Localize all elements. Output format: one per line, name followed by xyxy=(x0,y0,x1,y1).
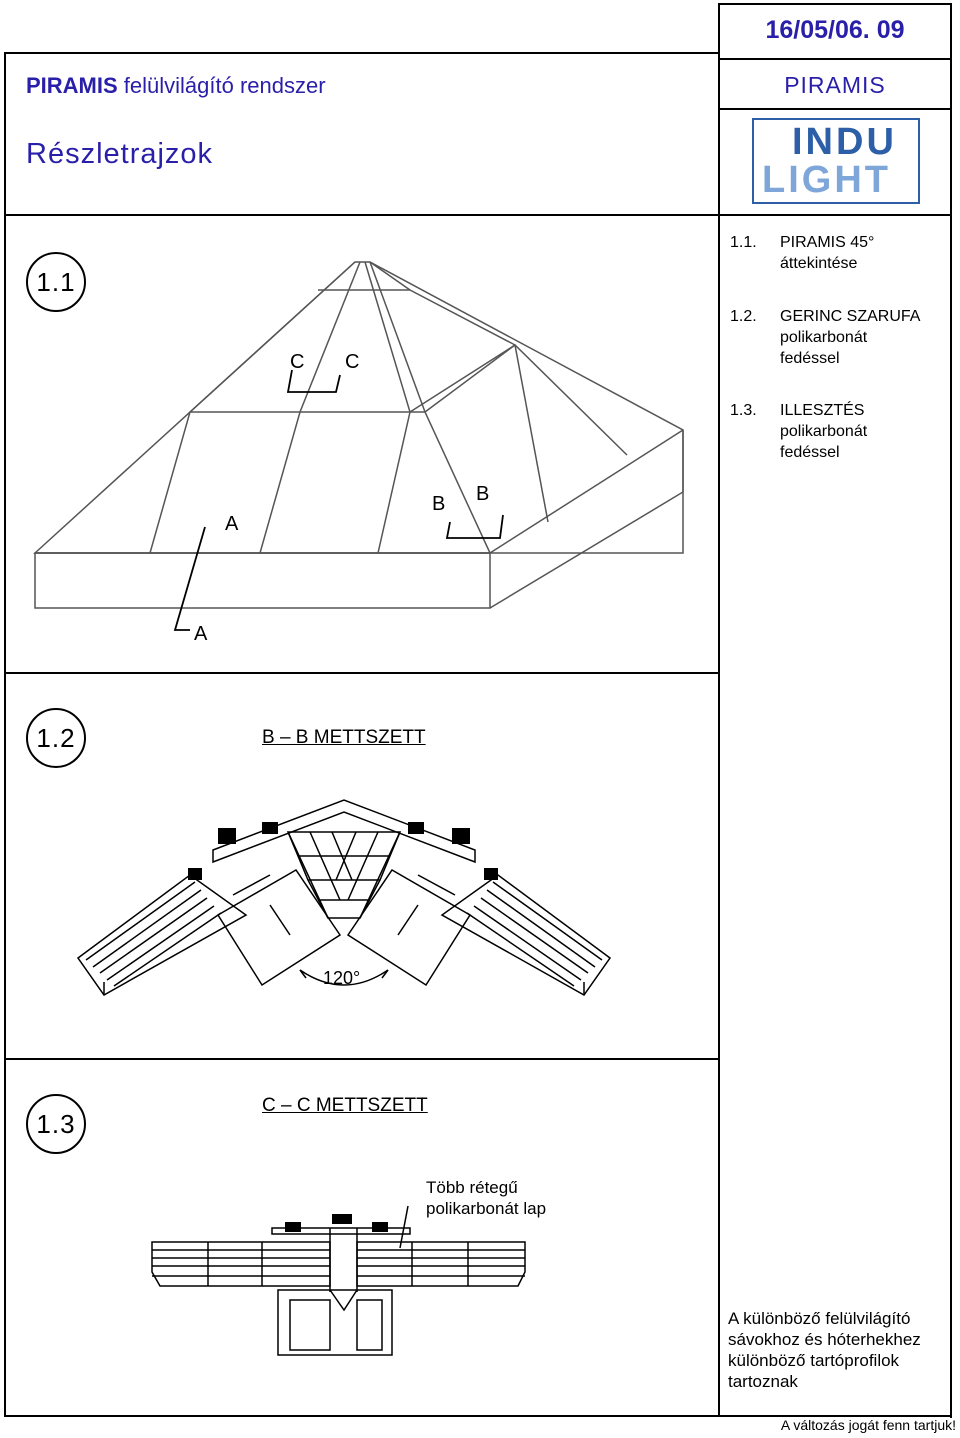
toc-line: polikarbonát xyxy=(780,423,868,440)
section-badge-1-1: 1.1 xyxy=(26,252,86,312)
frame-top-left xyxy=(4,52,718,54)
label-a-top: A xyxy=(225,513,239,535)
toc-line: GERINC SZARUFA xyxy=(780,308,921,325)
callout-text: Több rétegű polikarbonát lap xyxy=(426,1177,546,1219)
section-1-3-title: C – C METTSZETT xyxy=(262,1095,428,1116)
frame-left-upper xyxy=(718,3,720,1415)
frame-brand-divider xyxy=(718,108,952,110)
logo-line1: INDU xyxy=(792,121,897,163)
label-c-left: C xyxy=(290,351,304,373)
document-subtitle: Részletrajzok xyxy=(26,138,214,170)
callout-line: polikarbonát lap xyxy=(426,1199,547,1218)
toc-line: PIRAMIS 45° xyxy=(780,234,875,251)
callout-line: Több rétegű xyxy=(426,1178,518,1197)
toc-num: 1.1. xyxy=(730,234,757,251)
brand-name: PIRAMIS xyxy=(784,72,886,98)
frame-left xyxy=(4,52,6,1417)
document-title-rest: felülvilágító rendszer xyxy=(117,73,326,98)
document-title-brand: PIRAMIS xyxy=(26,73,118,98)
indulight-logo: INDU LIGHT xyxy=(752,118,920,204)
label-b-right: B xyxy=(476,483,489,505)
label-b-left: B xyxy=(432,493,445,515)
toc-num: 1.3. xyxy=(730,402,757,419)
toc-line: fedéssel xyxy=(780,350,840,367)
toc-item-3: 1.3. ILLESZTÉS polikarbonát fedéssel xyxy=(730,400,867,463)
pyramid-overview-drawing: C C A A B B xyxy=(33,261,684,645)
label-c-right: C xyxy=(345,351,359,373)
section-badge-1-3: 1.3 xyxy=(26,1094,86,1154)
toc-line: polikarbonát xyxy=(780,329,868,346)
note-line: különböző tartóprofilok xyxy=(728,1351,900,1370)
note-line: sávokhoz és hóterhekhez xyxy=(728,1330,921,1349)
toc-line: fedéssel xyxy=(780,444,840,461)
ridge-section-drawing: 120° xyxy=(76,799,612,996)
angle-label: 120° xyxy=(323,968,360,988)
toc-line: ILLESZTÉS xyxy=(780,402,865,419)
frame-bottom xyxy=(4,1415,952,1417)
label-a-bottom: A xyxy=(194,623,208,645)
section-badge-1-2: 1.2 xyxy=(26,708,86,768)
frame-header-bottom xyxy=(4,214,952,216)
note-line: tartoznak xyxy=(728,1372,798,1391)
section-1-2-title: B – B METTSZETT xyxy=(262,727,426,748)
frame-s1-bottom xyxy=(4,672,718,674)
toc-item-1: 1.1. PIRAMIS 45° áttekintése xyxy=(730,232,874,274)
profile-note: A különböző felülvilágító sávokhoz és hó… xyxy=(728,1308,921,1392)
note-line: A különböző felülvilágító xyxy=(728,1309,911,1328)
toc-num: 1.2. xyxy=(730,308,757,325)
document-date: 16/05/06. 09 xyxy=(765,16,905,44)
footer-disclaimer: A változás jogát fenn tartjuk! xyxy=(780,1417,956,1433)
frame-date-divider xyxy=(718,58,952,60)
frame-s2-bottom xyxy=(4,1058,718,1060)
logo-line2: LIGHT xyxy=(762,159,891,201)
document-title: PIRAMIS felülvilágító rendszer xyxy=(26,73,326,99)
frame-top-right xyxy=(718,3,952,5)
joint-section-drawing xyxy=(151,1205,526,1356)
toc-item-2: 1.2. GERINC SZARUFA polikarbonát fedéssel xyxy=(730,306,920,369)
toc-line: áttekintése xyxy=(780,255,858,272)
frame-right xyxy=(950,3,952,1418)
